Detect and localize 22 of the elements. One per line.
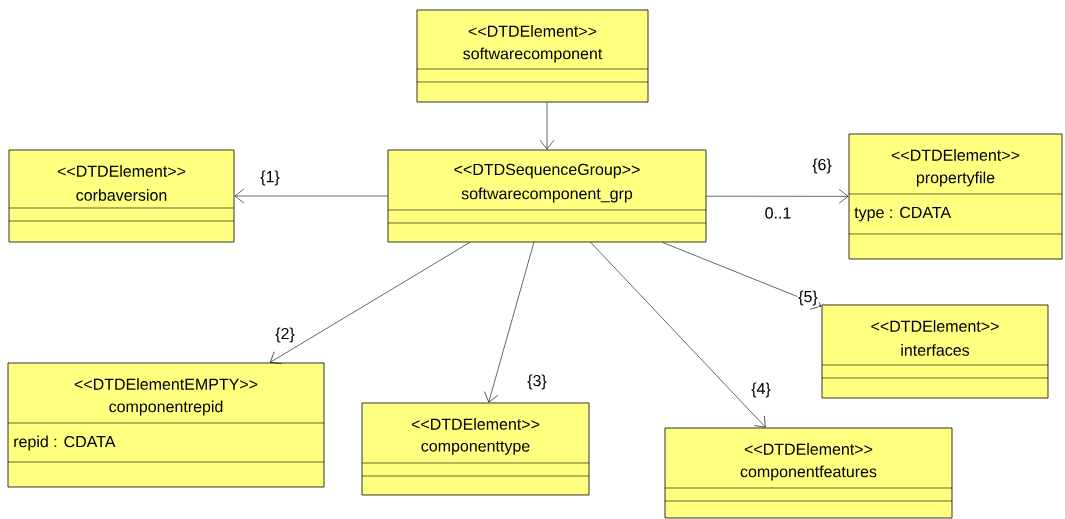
class-box: <<DTDSequenceGroup>> softwarecomponent_grp	[387, 149, 707, 243]
class-box: <<DTDElement>> interfaces	[821, 304, 1049, 399]
arrow	[269, 242, 471, 364]
arrow	[539, 102, 555, 150]
class-box: <<DTDElement>> softwarecomponent	[416, 9, 649, 103]
edge-label: {6}	[811, 157, 833, 175]
class-box: <<DTDElement>> propertyfile type : CDATA	[848, 133, 1063, 260]
edge-label: {1}	[259, 169, 281, 187]
arrow	[484, 242, 535, 403]
multiplicity-label: 0..1	[763, 206, 793, 220]
class-box: <<DTDElement>> corbaversion	[8, 149, 235, 243]
edge-label: {2}	[274, 326, 296, 344]
edge-label: {5}	[797, 289, 819, 307]
arrow	[706, 189, 849, 204]
edge-label: {3}	[526, 373, 548, 391]
arrow	[662, 242, 822, 310]
class-box: <<DTDElement>> componenttype	[361, 402, 590, 496]
edge-label: {4}	[750, 381, 772, 399]
class-box: <<DTDElementEMPTY>> componentrepid repid : CDATA	[7, 362, 325, 488]
class-box: <<DTDElement>> componentfeatures	[664, 427, 953, 519]
arrow	[234, 188, 388, 204]
arrow	[590, 242, 766, 428]
